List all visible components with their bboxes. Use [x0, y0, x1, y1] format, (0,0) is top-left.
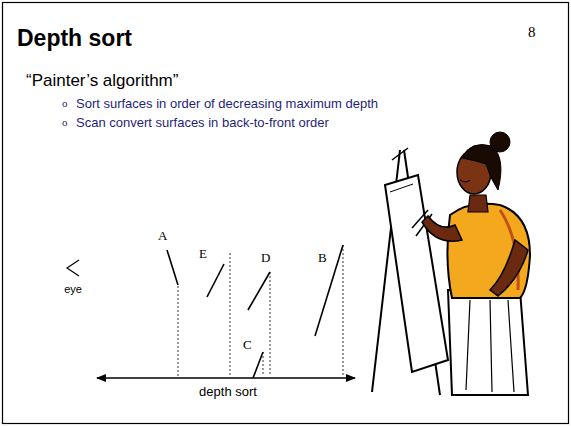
- neck: [468, 195, 488, 212]
- surface-label: C: [243, 338, 252, 351]
- painter-clipart: [372, 132, 530, 395]
- slide-title: Depth sort: [17, 27, 132, 50]
- bullet-text: Scan convert surfaces in back-to-front o…: [76, 116, 329, 129]
- surface-label: B: [318, 251, 327, 264]
- surface-label: E: [199, 247, 207, 260]
- depth-line: [230, 253, 231, 376]
- depth-line: [270, 272, 271, 376]
- bullet-mark: o: [62, 98, 68, 109]
- slide-frame: [3, 3, 569, 424]
- skirt-folds: [466, 300, 514, 392]
- surface-label: D: [261, 251, 270, 264]
- page-number: 8: [528, 25, 536, 40]
- mouth: [460, 180, 470, 182]
- surface-a: [167, 250, 178, 285]
- bullet-mark: o: [62, 117, 68, 128]
- eye-symbol: [67, 260, 79, 276]
- depth-line: [178, 286, 179, 376]
- depth-line: [343, 245, 344, 376]
- axis-label: depth sort: [199, 385, 257, 398]
- surfaces: [167, 245, 343, 378]
- surface-e: [207, 264, 224, 297]
- depth-line: [263, 352, 264, 376]
- hair: [462, 145, 501, 191]
- surface-b: [315, 245, 343, 336]
- surface-d: [248, 272, 270, 310]
- skirt: [448, 290, 528, 395]
- easel-top: [392, 148, 408, 160]
- canvas-stroke: [390, 184, 413, 192]
- eye-label: eye: [64, 284, 82, 295]
- subtitle: “Painter’s algorithm”: [26, 72, 178, 89]
- surface-label: A: [158, 229, 167, 242]
- surface-c: [253, 352, 263, 378]
- arm: [490, 240, 528, 296]
- shirt: [447, 204, 530, 298]
- depth-lines: [178, 245, 343, 376]
- canvas: [385, 175, 448, 372]
- arm: [422, 216, 462, 241]
- bullet-text: Sort surfaces in order of decreasing max…: [76, 97, 378, 110]
- depth-axis: [97, 377, 355, 378]
- hair-bun: [490, 132, 510, 152]
